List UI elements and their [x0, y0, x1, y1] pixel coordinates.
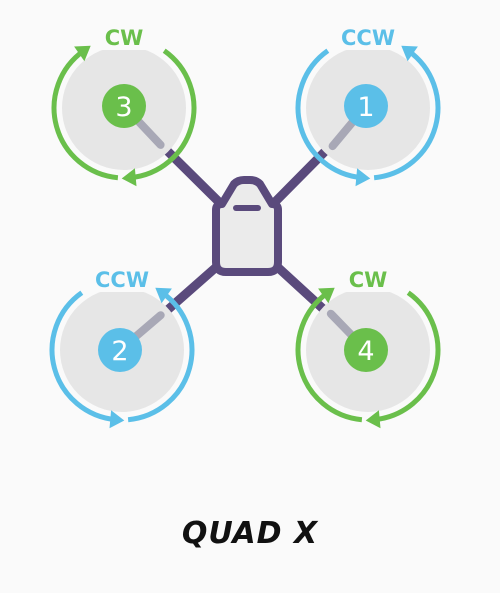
- rotation-arrowhead: [121, 168, 137, 187]
- motor-1: 1 CCW: [295, 26, 441, 187]
- rotation-arrowhead: [318, 287, 335, 304]
- rotation-arrowhead: [365, 410, 381, 429]
- rotation-label-bg: [338, 268, 398, 292]
- rotation-arrowhead: [74, 45, 91, 62]
- rotation-arc: [127, 290, 195, 423]
- rotation-arc: [295, 290, 363, 423]
- rotation-arc: [295, 48, 363, 181]
- motor-hub: [344, 84, 388, 128]
- motor-number: 1: [357, 92, 374, 123]
- rotation-arc: [49, 290, 117, 423]
- motor-4: 4 CW: [295, 268, 441, 429]
- motor-hub: [98, 328, 142, 372]
- motor-number: 2: [111, 336, 128, 367]
- flight-controller-body: [212, 176, 282, 276]
- body-shape: [212, 176, 282, 276]
- rotation-arc: [51, 48, 119, 181]
- rotation-label: CCW: [95, 268, 149, 292]
- motor-hub: [344, 328, 388, 372]
- rotation-label: CW: [105, 26, 144, 50]
- rotation-arrowhead: [355, 168, 371, 187]
- diagram-title: QUAD X: [181, 516, 319, 551]
- rotation-label-bg: [94, 26, 154, 50]
- rotation-arc: [129, 48, 197, 181]
- motor-3: 3 CW: [51, 26, 197, 187]
- rotation-arrowhead: [109, 410, 125, 429]
- rotation-label: CCW: [341, 26, 395, 50]
- rotation-label-bg: [92, 268, 152, 292]
- motor-number: 4: [357, 336, 374, 367]
- rotation-arc: [373, 48, 441, 181]
- motor-2: 2 CCW: [49, 268, 195, 429]
- rotation-label-bg: [338, 26, 398, 50]
- rotation-arc: [373, 290, 441, 423]
- motor-hub: [102, 84, 146, 128]
- rotation-label: CW: [349, 268, 388, 292]
- rotation-arrowhead: [155, 287, 172, 304]
- motor-number: 3: [115, 92, 132, 123]
- rotation-arrowhead: [401, 45, 418, 62]
